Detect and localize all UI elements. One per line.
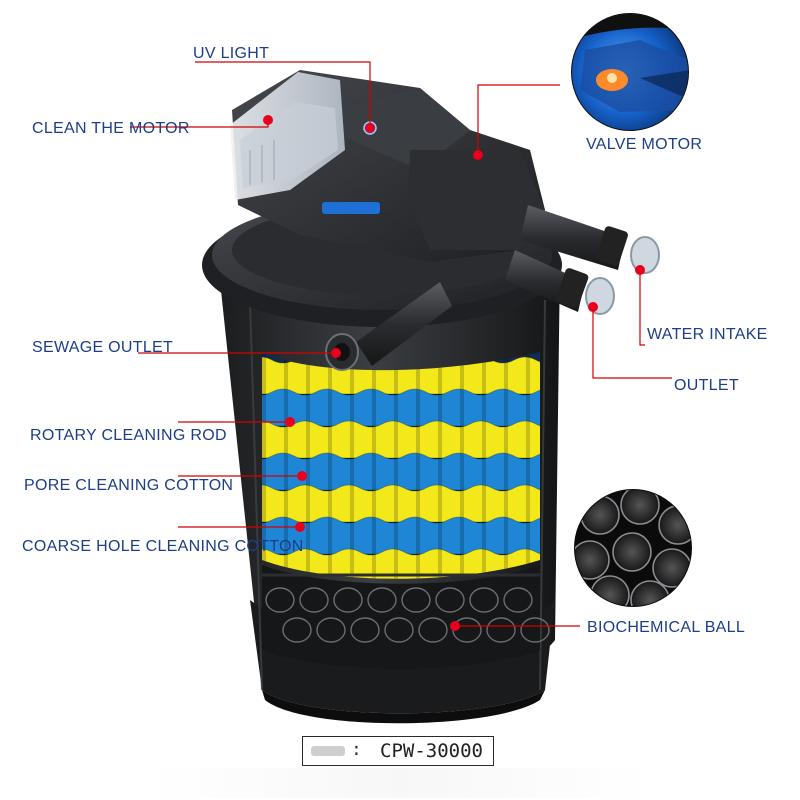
label-pore-cleaning-cotton: PORE CLEANING COTTON	[24, 477, 234, 494]
model-code: CPW-30000	[380, 740, 483, 762]
model-code-box: : CPW-30000	[302, 736, 494, 766]
sponge-band	[262, 484, 540, 523]
label-uv-light: UV LIGHT	[193, 45, 270, 62]
sponge-band	[262, 420, 540, 459]
bio-ball	[469, 587, 499, 613]
sponge-band	[262, 452, 540, 491]
dot-coarse-cotton	[295, 522, 305, 532]
sponge-shade	[284, 352, 288, 579]
sponge-shade	[460, 352, 464, 579]
sponge-shade	[438, 352, 442, 579]
bio-ball	[350, 617, 380, 643]
bio-ball	[282, 617, 312, 643]
sponge-shade	[394, 352, 398, 579]
dot-biochemical-ball	[450, 621, 460, 631]
model-colon: :	[351, 739, 362, 760]
ball-chamber	[262, 565, 550, 669]
redacted-prefix	[311, 746, 345, 756]
dot-water-intake	[635, 265, 645, 275]
callout-lines	[130, 61, 672, 627]
inset-valve-motor	[571, 13, 689, 131]
watermark-fade	[150, 768, 650, 798]
bio-ball	[333, 587, 363, 613]
dot-rotary-rod	[285, 417, 295, 427]
dot-outlet	[588, 302, 598, 312]
dot-clean-motor	[263, 115, 273, 125]
sponge-shade	[350, 352, 354, 579]
label-outlet: OUTLET	[674, 377, 739, 394]
bio-ball	[435, 587, 465, 613]
pipe-water-intake	[520, 205, 660, 274]
label-biochemical-ball: BIOCHEMICAL BALL	[587, 619, 746, 636]
label-clean-motor: CLEAN THE MOTOR	[32, 120, 190, 137]
bio-ball	[265, 587, 295, 613]
label-valve-motor: VALVE MOTOR	[586, 136, 703, 153]
label-coarse-hole-cleaning-cotton: COARSE HOLE CLEANING COTTON	[22, 538, 304, 555]
sponge-band	[262, 388, 540, 427]
inset-bio-ball	[620, 490, 660, 525]
inset-bio-ball	[580, 495, 620, 535]
bio-ball	[367, 587, 397, 613]
sponge-shade	[262, 352, 266, 579]
bio-ball	[316, 617, 346, 643]
bio-ball	[384, 617, 414, 643]
inset-bio-ball	[575, 540, 610, 580]
inset-bio-ball	[590, 575, 630, 606]
label-water-intake: WATER INTAKE	[647, 326, 768, 343]
pipe-outlet	[505, 250, 615, 315]
inset-bio-ball	[612, 532, 652, 572]
sponge-shade	[328, 352, 332, 579]
bio-ball	[401, 587, 431, 613]
bio-ball	[503, 587, 533, 613]
sponge-shade	[526, 352, 530, 579]
pipe-sewage-outlet	[325, 282, 452, 371]
inset-bio-ball	[652, 548, 691, 588]
sponge-shade	[416, 352, 420, 579]
label-sewage-outlet: SEWAGE OUTLET	[32, 339, 174, 356]
inset-bio-ball	[658, 505, 691, 545]
bio-ball	[299, 587, 329, 613]
sponge-shade	[372, 352, 376, 579]
sponge-shade	[306, 352, 310, 579]
dot-valve-motor	[473, 150, 483, 160]
dot-pore-cotton	[297, 471, 307, 481]
label-rotary-cleaning-rod: ROTARY CLEANING ROD	[30, 427, 227, 444]
dot-uv-light	[365, 123, 375, 133]
dot-sewage-outlet	[331, 348, 341, 358]
inset-bio-ball	[630, 580, 670, 606]
bio-ball	[486, 617, 516, 643]
bio-ball	[520, 617, 550, 643]
sponge-shade	[482, 352, 486, 579]
inset-biochemical-ball	[574, 489, 692, 607]
sponge-shade	[504, 352, 508, 579]
callout-dots	[263, 115, 645, 631]
bio-ball	[418, 617, 448, 643]
